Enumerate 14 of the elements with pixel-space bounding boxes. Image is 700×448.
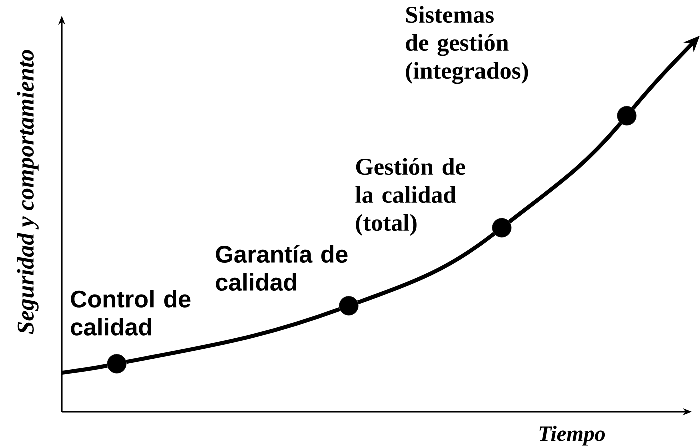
curve bbox=[126, 307, 341, 364]
point-marker bbox=[339, 296, 359, 316]
point-marker bbox=[107, 354, 127, 374]
axis-title: Tiempo bbox=[540, 426, 606, 446]
point-marker bbox=[492, 218, 512, 238]
axis-title: Seguridad y comportamiento bbox=[17, 50, 39, 334]
curve bbox=[62, 364, 108, 375]
stage-label: Garantía de calidad bbox=[216, 245, 348, 292]
point-marker bbox=[617, 106, 637, 126]
curve bbox=[357, 232, 496, 305]
curve bbox=[508, 122, 622, 224]
stage-label: Gestión de la calidad (total) bbox=[356, 158, 466, 236]
stage-label: Sistemas de gestión (integrados) bbox=[406, 6, 528, 84]
stage-label: Control de calidad bbox=[71, 290, 191, 336]
